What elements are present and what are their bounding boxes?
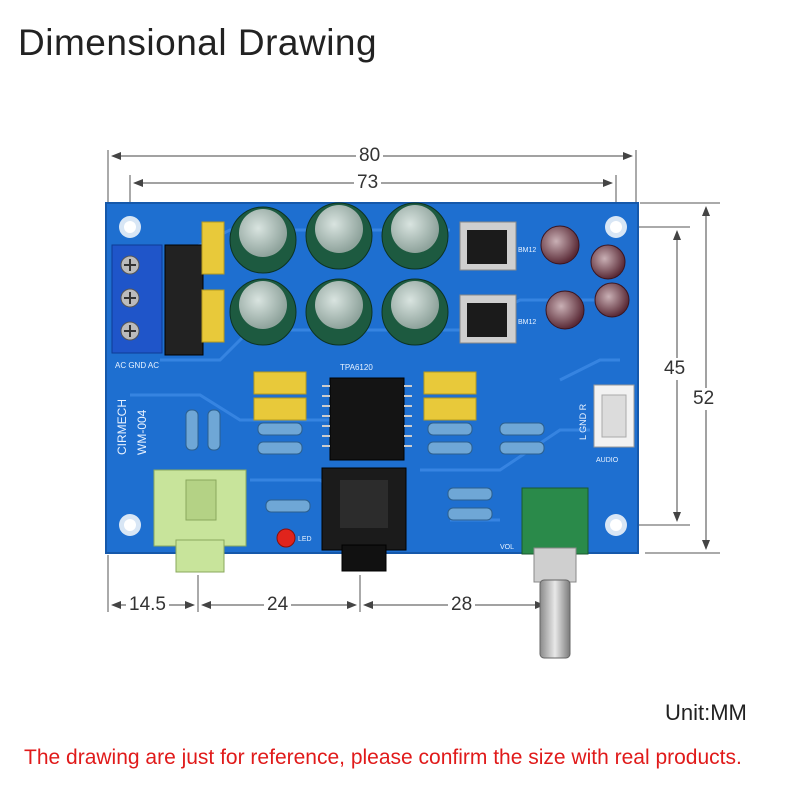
bridge-rectifier (164, 244, 204, 356)
volume-potentiometer (521, 487, 589, 659)
channel-label: L GND R (578, 403, 588, 440)
audio-label: AUDIO (596, 457, 619, 464)
electrolytic-capacitors (229, 202, 449, 346)
power-terminal-block (111, 244, 163, 354)
pcb-board: AC GND AC CIRMECH WM-004 TPA6120 BM12 BM… (105, 202, 639, 659)
dim-pot-spacing: 28 (448, 594, 476, 616)
reference-note: The drawing are just for reference, plea… (24, 746, 742, 769)
model-label: WM-004 (135, 409, 149, 455)
resistors (185, 409, 545, 521)
audio-input-connector (593, 384, 635, 448)
extension-lines (107, 150, 720, 612)
amplifier-chip (322, 377, 412, 461)
regulator-label-2: BM12 (518, 319, 536, 326)
jack-6-35mm (321, 467, 407, 572)
led-indicator (276, 528, 296, 548)
jack-3-5mm (153, 469, 247, 573)
page-title: Dimensional Drawing (18, 22, 378, 63)
brand-label: CIRMECH (115, 399, 129, 455)
voltage-regulators (459, 221, 517, 344)
led-label: LED (298, 536, 312, 543)
dim-total-height: 52 (690, 388, 718, 410)
input-label: AC GND AC (115, 361, 159, 370)
small-capacitors (540, 225, 630, 330)
dim-total-width: 80 (356, 145, 384, 167)
dim-hole-width: 73 (354, 172, 382, 194)
unit-label: Unit:MM (665, 700, 747, 725)
vol-label: VOL (500, 544, 514, 551)
chip-label: TPA6120 (340, 363, 373, 372)
dim-hole-height: 45 (661, 358, 689, 380)
film-capacitors (201, 221, 477, 421)
mounting-holes (119, 216, 627, 536)
dim-jack-spacing: 24 (264, 594, 292, 616)
dim-jack-offset: 14.5 (126, 594, 169, 616)
regulator-label-1: BM12 (518, 247, 536, 254)
